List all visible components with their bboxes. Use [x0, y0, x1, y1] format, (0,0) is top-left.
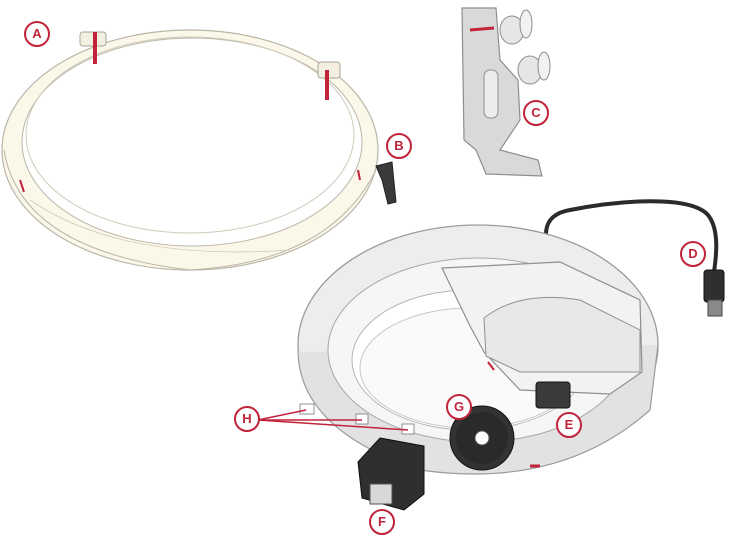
- label-d: D: [680, 241, 706, 267]
- label-g: G: [446, 394, 472, 420]
- label-h: H: [234, 406, 260, 432]
- label-f: F: [369, 509, 395, 535]
- hoop-ring-part-a: [2, 30, 378, 270]
- label-a: A: [24, 21, 50, 47]
- base-unit: [298, 225, 658, 510]
- label-c: C: [523, 100, 549, 126]
- bracket-part-c: [462, 8, 550, 176]
- label-e: E: [556, 412, 582, 438]
- label-b: B: [386, 133, 412, 159]
- hoop-tab-part-b: [376, 162, 396, 204]
